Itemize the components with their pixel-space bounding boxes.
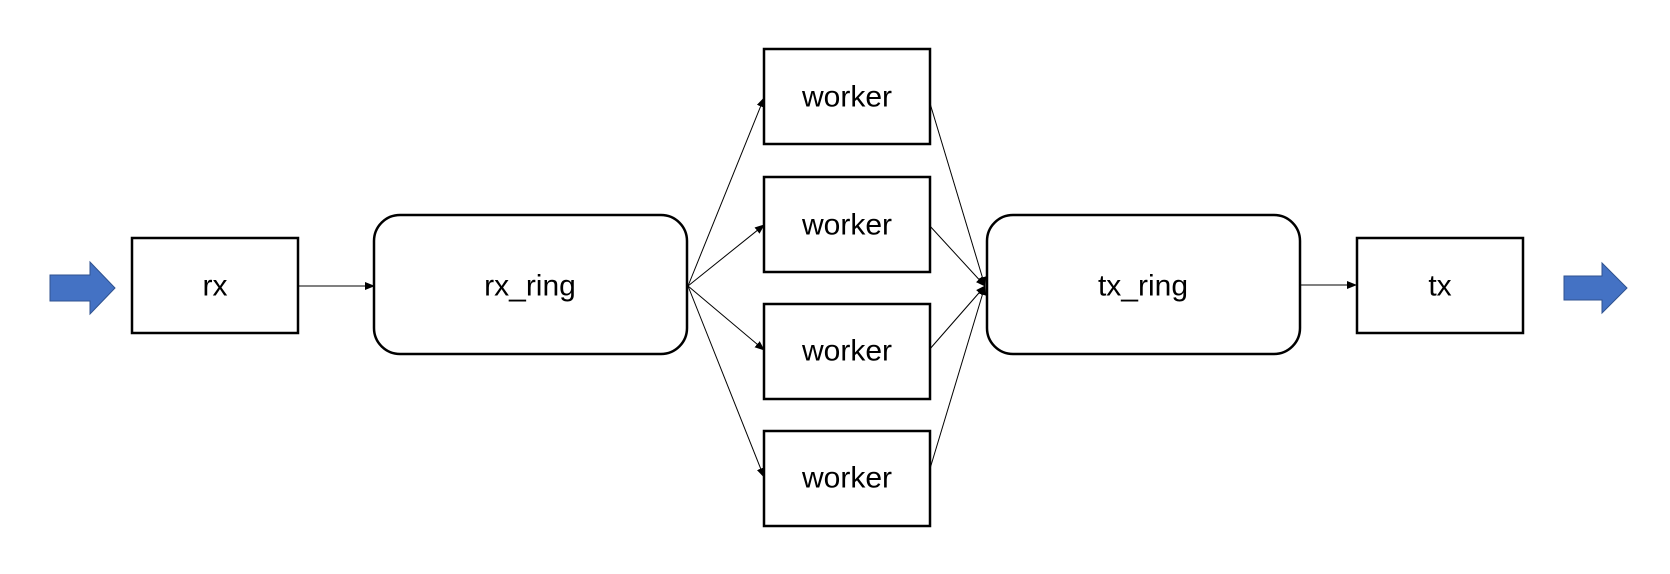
node-tx-ring: tx_ring: [985, 213, 1302, 356]
node-rx-ring-label: rx_ring: [484, 270, 576, 303]
edge-rx-ring-to-worker-3: [687, 285, 765, 351]
node-worker-1: worker: [762, 47, 932, 146]
edge-rx-ring-to-worker-2: [687, 224, 765, 287]
node-worker-2-label: worker: [801, 209, 892, 242]
node-worker-4: worker: [762, 429, 932, 528]
edge-rx-ring-to-worker-4: [687, 285, 765, 478]
node-tx: tx: [1355, 236, 1525, 335]
node-rx-ring: rx_ring: [372, 213, 689, 356]
node-worker-2: worker: [762, 175, 932, 274]
node-rx-label: rx: [203, 270, 228, 303]
edge-worker-3-to-tx-ring: [928, 285, 986, 351]
input-flow-arrow: [49, 260, 116, 316]
node-worker-4-label: worker: [801, 462, 892, 495]
edge-worker-4-to-tx-ring: [928, 285, 987, 473]
edge-rx-ring-to-worker-1: [687, 97, 765, 287]
node-worker-3-label: worker: [801, 335, 892, 368]
node-worker-1-label: worker: [801, 81, 892, 114]
output-flow-arrow: [1563, 261, 1628, 315]
edge-worker-2-to-tx-ring: [928, 224, 986, 287]
node-tx-ring-label: tx_ring: [1098, 270, 1188, 303]
node-worker-3: worker: [762, 302, 932, 401]
edge-worker-1-to-tx-ring: [928, 99, 987, 287]
node-rx: rx: [130, 236, 300, 335]
node-tx-label: tx: [1428, 270, 1451, 303]
